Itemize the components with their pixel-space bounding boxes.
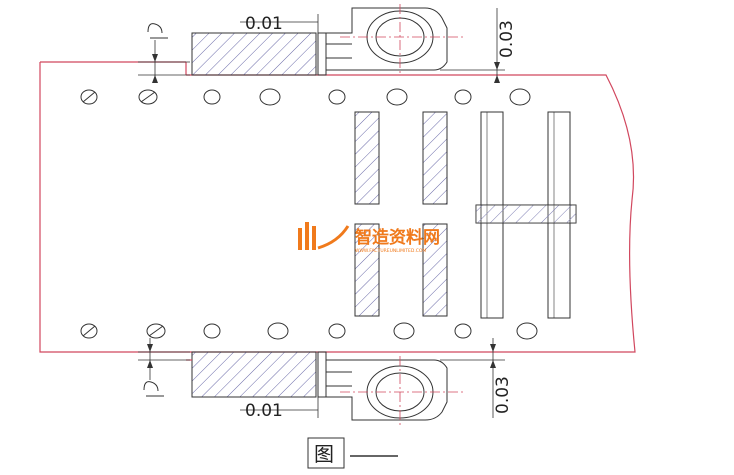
dim-arrow — [147, 360, 153, 368]
bottom-block-step — [317, 351, 327, 398]
top-hole-row — [80, 88, 531, 106]
dim-arrow — [490, 344, 496, 352]
dim-bottom-right: 0.03 — [493, 376, 513, 414]
logo-bar — [305, 222, 309, 250]
dim-top-right: 0.03 — [497, 20, 517, 58]
hole-slash — [82, 325, 96, 337]
pilot-hole — [328, 89, 346, 105]
hole-slash — [140, 91, 156, 103]
pilot-hole — [509, 88, 531, 106]
dim-bottom-left: 0.01 — [245, 401, 283, 421]
watermark-logo: 智造资料网 WWW.FACTUREUNLIMITED.COM — [298, 222, 440, 254]
watermark-brand-en: WWW.FACTUREUNLIMITED.COM — [355, 248, 426, 254]
pilot-hole — [328, 323, 346, 339]
bottom-hole-row — [80, 322, 538, 340]
bottom-holder-body — [325, 359, 448, 421]
hole-slash — [148, 325, 164, 337]
hatched-cross-bar — [475, 204, 577, 224]
top-holder-body — [325, 7, 448, 71]
flatness-symbol — [143, 381, 164, 397]
pilot-hole — [516, 322, 538, 340]
bottom-hatched-block — [191, 351, 317, 398]
hole-slash — [82, 91, 96, 103]
pilot-hole — [386, 88, 408, 106]
dim-arrow — [152, 54, 158, 62]
pilot-hole — [203, 323, 221, 339]
dim-arrow — [494, 62, 500, 70]
pilot-hole — [259, 88, 281, 106]
caption-box — [307, 437, 345, 469]
dim-top-left: 0.01 — [245, 14, 283, 34]
pilot-hole — [393, 322, 415, 340]
hatched-slot — [354, 111, 380, 205]
top-hatched-block — [191, 32, 317, 76]
pilot-hole — [146, 323, 166, 339]
figure-caption: 图 — [314, 442, 334, 466]
hatched-slot — [422, 223, 448, 317]
pilot-hole — [203, 89, 221, 105]
flatness-symbol — [147, 23, 168, 39]
logo-bar — [298, 228, 302, 250]
watermark-brand-cn: 智造资料网 — [355, 227, 440, 248]
cross-bar-fill — [476, 205, 576, 223]
dim-arrow — [147, 344, 153, 352]
top-block-step — [317, 32, 327, 76]
dim-arrow — [152, 75, 158, 83]
pilot-hole — [138, 89, 158, 105]
pilot-hole — [80, 323, 98, 339]
logo-swoosh — [317, 225, 350, 250]
pilot-hole — [267, 322, 289, 340]
pilot-hole — [80, 89, 98, 105]
pilot-hole — [454, 323, 472, 339]
dim-arrow — [494, 75, 500, 83]
hatched-slot — [354, 223, 380, 317]
hatched-slot — [422, 111, 448, 205]
logo-bar — [312, 226, 316, 250]
dim-arrow — [490, 360, 496, 368]
pilot-hole — [454, 89, 472, 105]
